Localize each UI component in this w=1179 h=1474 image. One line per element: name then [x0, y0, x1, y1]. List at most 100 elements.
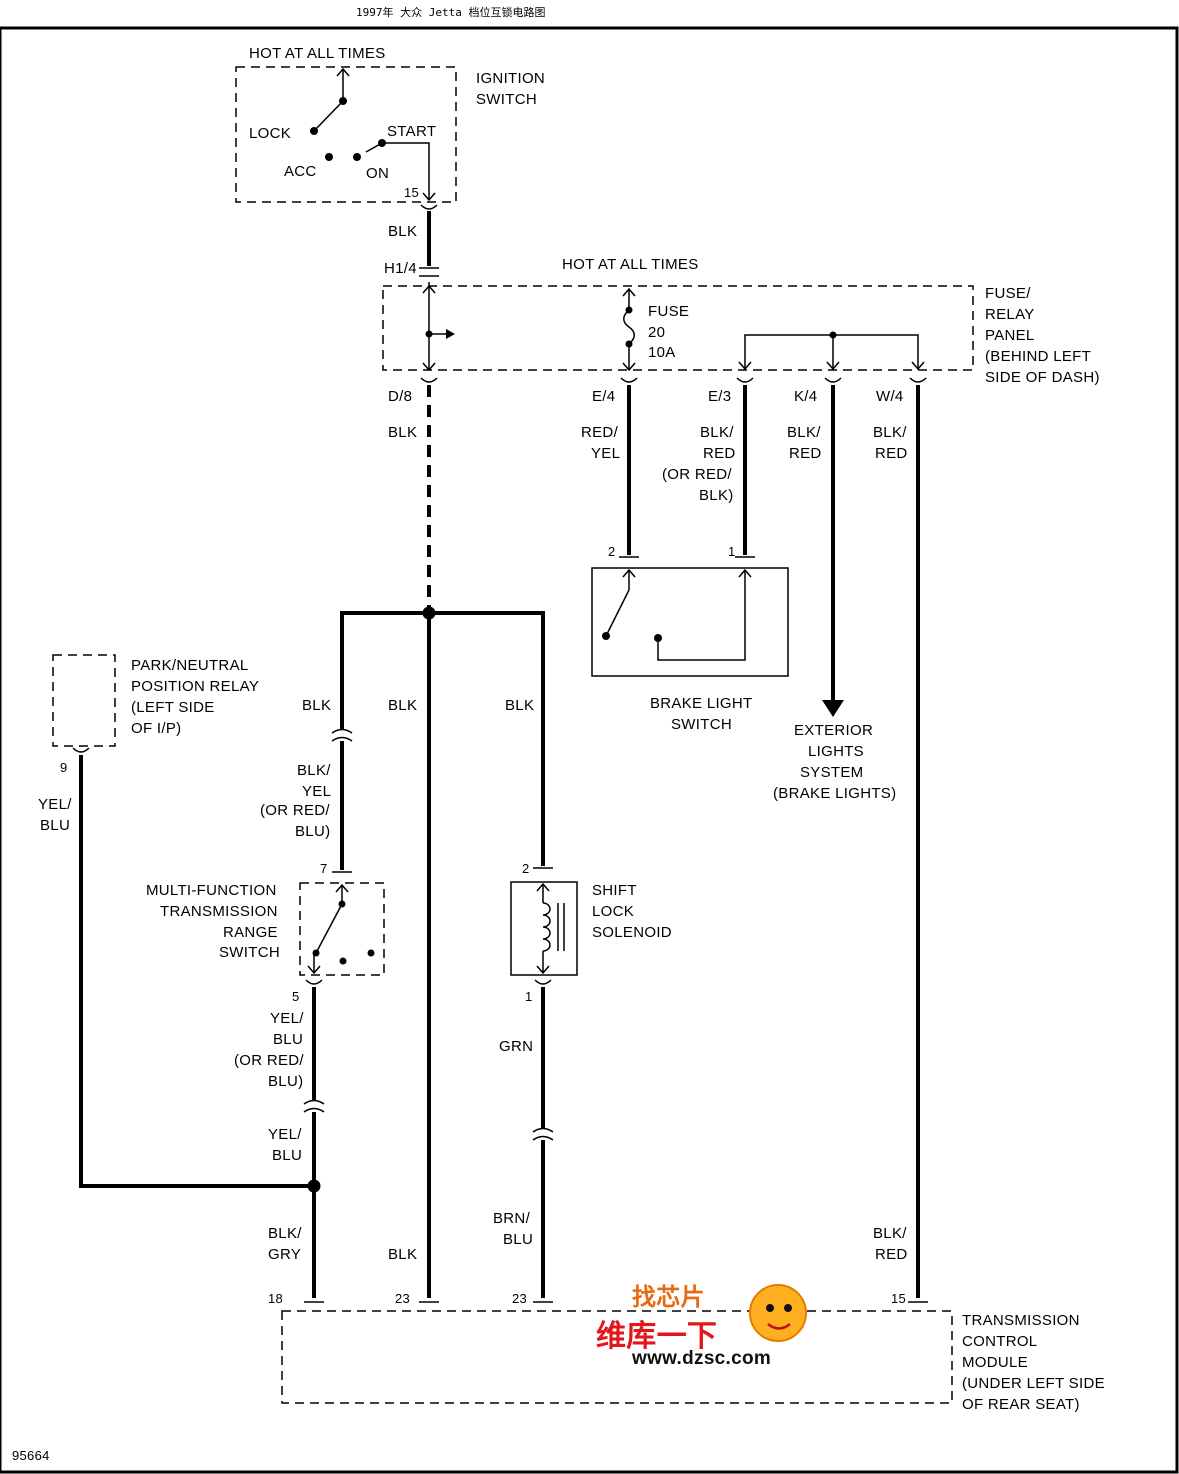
svg-text:BLK: BLK — [388, 697, 417, 714]
range-switch-feed: BLK/ YEL (OR RED/ BLU) — [260, 728, 353, 870]
svg-text:TRANSMISSION: TRANSMISSION — [962, 1312, 1080, 1329]
svg-text:START: START — [387, 123, 436, 140]
svg-text:(OR RED/: (OR RED/ — [260, 802, 330, 819]
svg-text:BLK/: BLK/ — [297, 762, 331, 779]
svg-text:15: 15 — [891, 1291, 906, 1306]
svg-text:SIDE OF DASH): SIDE OF DASH) — [985, 369, 1100, 386]
svg-text:HOT AT ALL TIMES: HOT AT ALL TIMES — [562, 256, 699, 273]
svg-text:BLK: BLK — [505, 697, 534, 714]
svg-text:RED: RED — [875, 1246, 908, 1263]
svg-text:GRY: GRY — [268, 1246, 301, 1263]
svg-text:YEL/: YEL/ — [270, 1010, 304, 1027]
svg-text:BLK/: BLK/ — [873, 424, 907, 441]
svg-text:(OR RED/: (OR RED/ — [234, 1052, 304, 1069]
ignition-output-wire: BLK H1/4 — [384, 204, 439, 277]
svg-text:维库一下: 维库一下 — [596, 1319, 717, 1354]
svg-text:BLK: BLK — [388, 424, 417, 441]
svg-text:1: 1 — [728, 544, 736, 559]
svg-text:BLK: BLK — [388, 223, 417, 240]
svg-text:SOLENOID: SOLENOID — [592, 924, 672, 941]
transmission-control-module: 18 23 23 15 TRANSMISSION CONTROL MODULE … — [268, 1291, 1105, 1413]
e4-wire: RED/ YEL — [581, 385, 631, 555]
svg-text:FUSE: FUSE — [648, 303, 689, 320]
park-neutral-relay: PARK/NEUTRAL POSITION RELAY (LEFT SIDE O… — [38, 654, 314, 1188]
solenoid-output: GRN BRN/ BLU — [493, 987, 554, 1298]
svg-text:BLU): BLU) — [295, 823, 330, 840]
svg-text:BLK): BLK) — [699, 487, 734, 504]
svg-text:SWITCH: SWITCH — [219, 944, 280, 961]
svg-text:(BRAKE LIGHTS): (BRAKE LIGHTS) — [773, 785, 896, 802]
svg-text:OF I/P): OF I/P) — [131, 720, 181, 737]
svg-text:FUSE/: FUSE/ — [985, 285, 1031, 302]
svg-text:找芯片: 找芯片 — [632, 1283, 705, 1311]
svg-text:TRANSMISSION: TRANSMISSION — [160, 903, 278, 920]
svg-text:BLU: BLU — [503, 1231, 533, 1248]
svg-text:BLK: BLK — [388, 1246, 417, 1263]
svg-text:RED: RED — [703, 445, 736, 462]
svg-text:BLU: BLU — [40, 817, 70, 834]
svg-text:K/4: K/4 — [794, 388, 817, 405]
svg-text:YEL/: YEL/ — [268, 1126, 302, 1143]
svg-text:GRN: GRN — [499, 1038, 533, 1055]
svg-text:2: 2 — [522, 861, 530, 876]
svg-text:LOCK: LOCK — [249, 125, 291, 142]
svg-text:2: 2 — [608, 544, 616, 559]
svg-text:HOT AT ALL TIMES: HOT AT ALL TIMES — [249, 45, 386, 62]
svg-text:BLK/: BLK/ — [700, 424, 734, 441]
svg-text:SHIFT: SHIFT — [592, 882, 637, 899]
svg-text:18: 18 — [268, 1291, 283, 1306]
svg-text:CONTROL: CONTROL — [962, 1333, 1037, 1350]
svg-text:YEL: YEL — [302, 783, 331, 800]
svg-text:PANEL: PANEL — [985, 327, 1035, 344]
watermark-logo: 找芯片 维库一下 www.dzsc.com — [596, 1283, 807, 1369]
svg-text:5: 5 — [292, 989, 300, 1004]
svg-text:IGNITION: IGNITION — [476, 70, 545, 87]
shift-lock-solenoid: 2 SHIFT LOCK SOLENOID 1 — [510, 861, 672, 1004]
svg-text:(OR RED/: (OR RED/ — [662, 466, 732, 483]
svg-text:BRN/: BRN/ — [493, 1210, 531, 1227]
svg-text:10A: 10A — [648, 344, 676, 361]
svg-text:E/4: E/4 — [592, 388, 615, 405]
panel-output-connectors: D/8 E/4 E/3 K/4 W/4 — [388, 377, 927, 405]
svg-text:EXTERIOR: EXTERIOR — [794, 722, 873, 739]
svg-text:BLK: BLK — [302, 697, 331, 714]
svg-text:PARK/NEUTRAL: PARK/NEUTRAL — [131, 657, 249, 674]
svg-text:RED/: RED/ — [581, 424, 619, 441]
range-switch-output: YEL/ BLU (OR RED/ BLU) YEL/ BLU BLK/ GRY… — [234, 987, 417, 1298]
svg-text:23: 23 — [395, 1291, 410, 1306]
svg-text:RED: RED — [789, 445, 822, 462]
svg-text:RELAY: RELAY — [985, 306, 1035, 323]
w4-wire: BLK/ RED BLK/ RED — [873, 385, 920, 1298]
svg-text:POSITION RELAY: POSITION RELAY — [131, 678, 259, 695]
svg-text:D/8: D/8 — [388, 388, 412, 405]
svg-text:RED: RED — [875, 445, 908, 462]
range-switch: 7 MULTI-FUNCTION TRANSMISSION RANGE SWIT… — [146, 861, 385, 1004]
ignition-switch: HOT AT ALL TIMES LOCK ACC START ON 15 IG… — [235, 45, 545, 203]
svg-text:SWITCH: SWITCH — [671, 716, 732, 733]
svg-text:(LEFT SIDE: (LEFT SIDE — [131, 699, 215, 716]
diagram-frame — [0, 26, 1179, 1474]
svg-text:H1/4: H1/4 — [384, 260, 417, 277]
svg-text:W/4: W/4 — [876, 388, 904, 405]
svg-text:1: 1 — [525, 989, 533, 1004]
page-title: 1997年 大众 Jetta 档位互锁电路图 — [356, 6, 546, 19]
svg-text:BLU: BLU — [272, 1147, 302, 1164]
svg-text:BRAKE LIGHT: BRAKE LIGHT — [650, 695, 753, 712]
brake-light-switch: 2 1 BRAKE LIGHT SWITCH — [591, 544, 789, 733]
svg-text:BLK/: BLK/ — [268, 1225, 302, 1242]
svg-text:RANGE: RANGE — [223, 924, 278, 941]
svg-text:LIGHTS: LIGHTS — [808, 743, 864, 760]
svg-text:7: 7 — [320, 861, 328, 876]
svg-text:YEL: YEL — [591, 445, 620, 462]
svg-text:YEL/: YEL/ — [38, 796, 72, 813]
svg-text:E/3: E/3 — [708, 388, 731, 405]
svg-text:(BEHIND LEFT: (BEHIND LEFT — [985, 348, 1091, 365]
svg-text:SYSTEM: SYSTEM — [800, 764, 863, 781]
svg-text:OF REAR SEAT): OF REAR SEAT) — [962, 1396, 1080, 1413]
svg-text:20: 20 — [648, 324, 665, 341]
e3-wire: BLK/ RED (OR RED/ BLK) — [662, 385, 747, 555]
svg-text:MODULE: MODULE — [962, 1354, 1028, 1371]
diagram-id: 95664 — [12, 1448, 50, 1463]
svg-text:BLU): BLU) — [268, 1073, 303, 1090]
